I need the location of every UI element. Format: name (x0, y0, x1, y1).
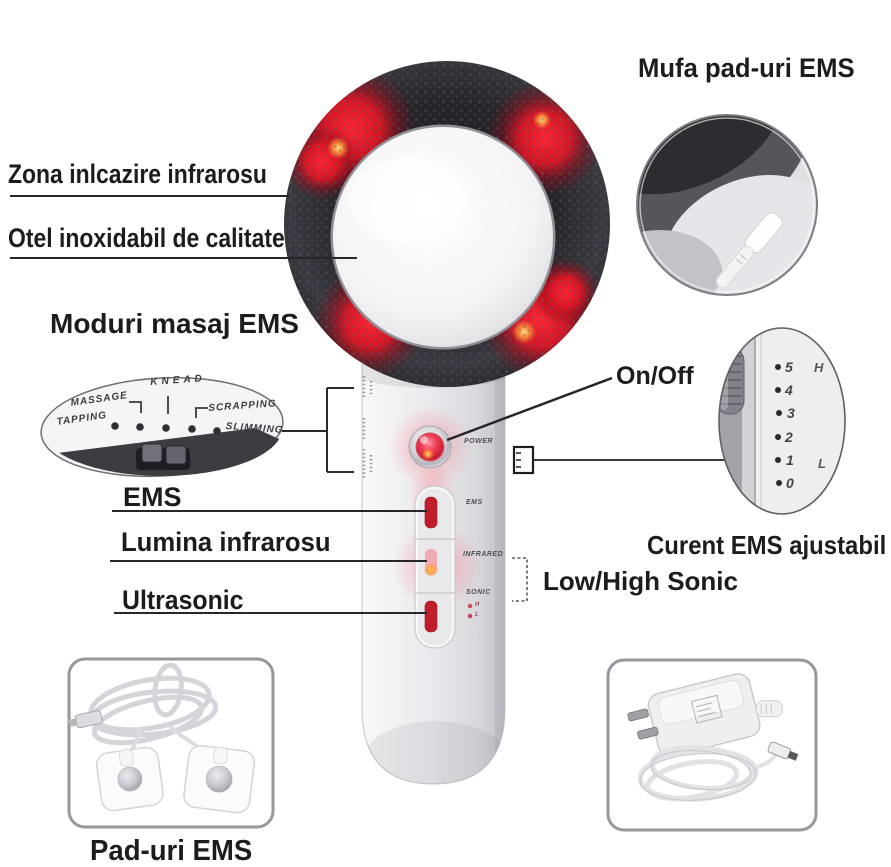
side-engravings (362, 376, 373, 478)
label-ems-current: Curent EMS ajustabil (647, 530, 887, 560)
level-dots (775, 364, 782, 486)
mode-dots (111, 422, 221, 435)
engraving-infrared: INFRARED (463, 551, 504, 558)
adapter-dc-plug (767, 741, 799, 761)
mode-connectors (129, 396, 208, 418)
engraving-power: POWER (464, 438, 493, 445)
engraving-sonic-l: L (475, 612, 480, 618)
level-1: 1 (786, 452, 794, 468)
sonic-low-led (467, 613, 473, 619)
power-adapter (627, 673, 783, 757)
level-4: 4 (785, 382, 793, 398)
pad-plug (68, 710, 103, 729)
level-connector (512, 445, 725, 475)
engraving-ems: EMS (466, 499, 483, 506)
label-low-high-sonic: Low/High Sonic (543, 566, 738, 596)
adapter-prong (627, 708, 649, 722)
power-adapter-box (606, 658, 818, 832)
power-button (408, 425, 452, 469)
label-infrared-light: Lumina infrarosu (121, 527, 331, 557)
ems-button (424, 496, 438, 529)
device-head (284, 61, 610, 387)
adapter-prong (637, 726, 659, 740)
ems-pads-box (67, 657, 275, 829)
label-ems-pads: Pad-uri EMS (90, 835, 253, 867)
level-3: 3 (787, 405, 795, 421)
sonic-high-led (467, 603, 473, 609)
leader-lines (10, 195, 613, 614)
dial-bracket (282, 387, 354, 473)
sonic-button (424, 600, 438, 633)
ems-pad-right (183, 744, 256, 814)
button-panel (414, 485, 473, 649)
steel-plate (333, 127, 553, 347)
level-0: 0 (786, 475, 794, 491)
level-low: L (818, 456, 826, 471)
level-dial-inset (718, 327, 846, 515)
engraving-sonic: SONIC (466, 589, 491, 596)
level-high: H (814, 360, 824, 375)
label-ems: EMS (123, 482, 182, 512)
sonic-bracket (512, 557, 528, 602)
level-5: 5 (785, 359, 793, 375)
pad-cable-plug (715, 212, 783, 289)
ems-pad-left (95, 746, 164, 812)
label-on-off: On/Off (616, 362, 694, 390)
label-ultrasonic: Ultrasonic (122, 585, 244, 615)
engraving-sonic-h: H (475, 602, 480, 608)
level-2: 2 (785, 429, 793, 445)
label-ems-modes: Moduri masaj EMS (50, 308, 299, 339)
label-steel: Otel inoxidabil de calitate (8, 223, 285, 253)
label-ems-jack: Mufa pad-uri EMS (638, 53, 855, 83)
label-infrared-zone: Zona inlcazire infrarosu (8, 159, 267, 189)
